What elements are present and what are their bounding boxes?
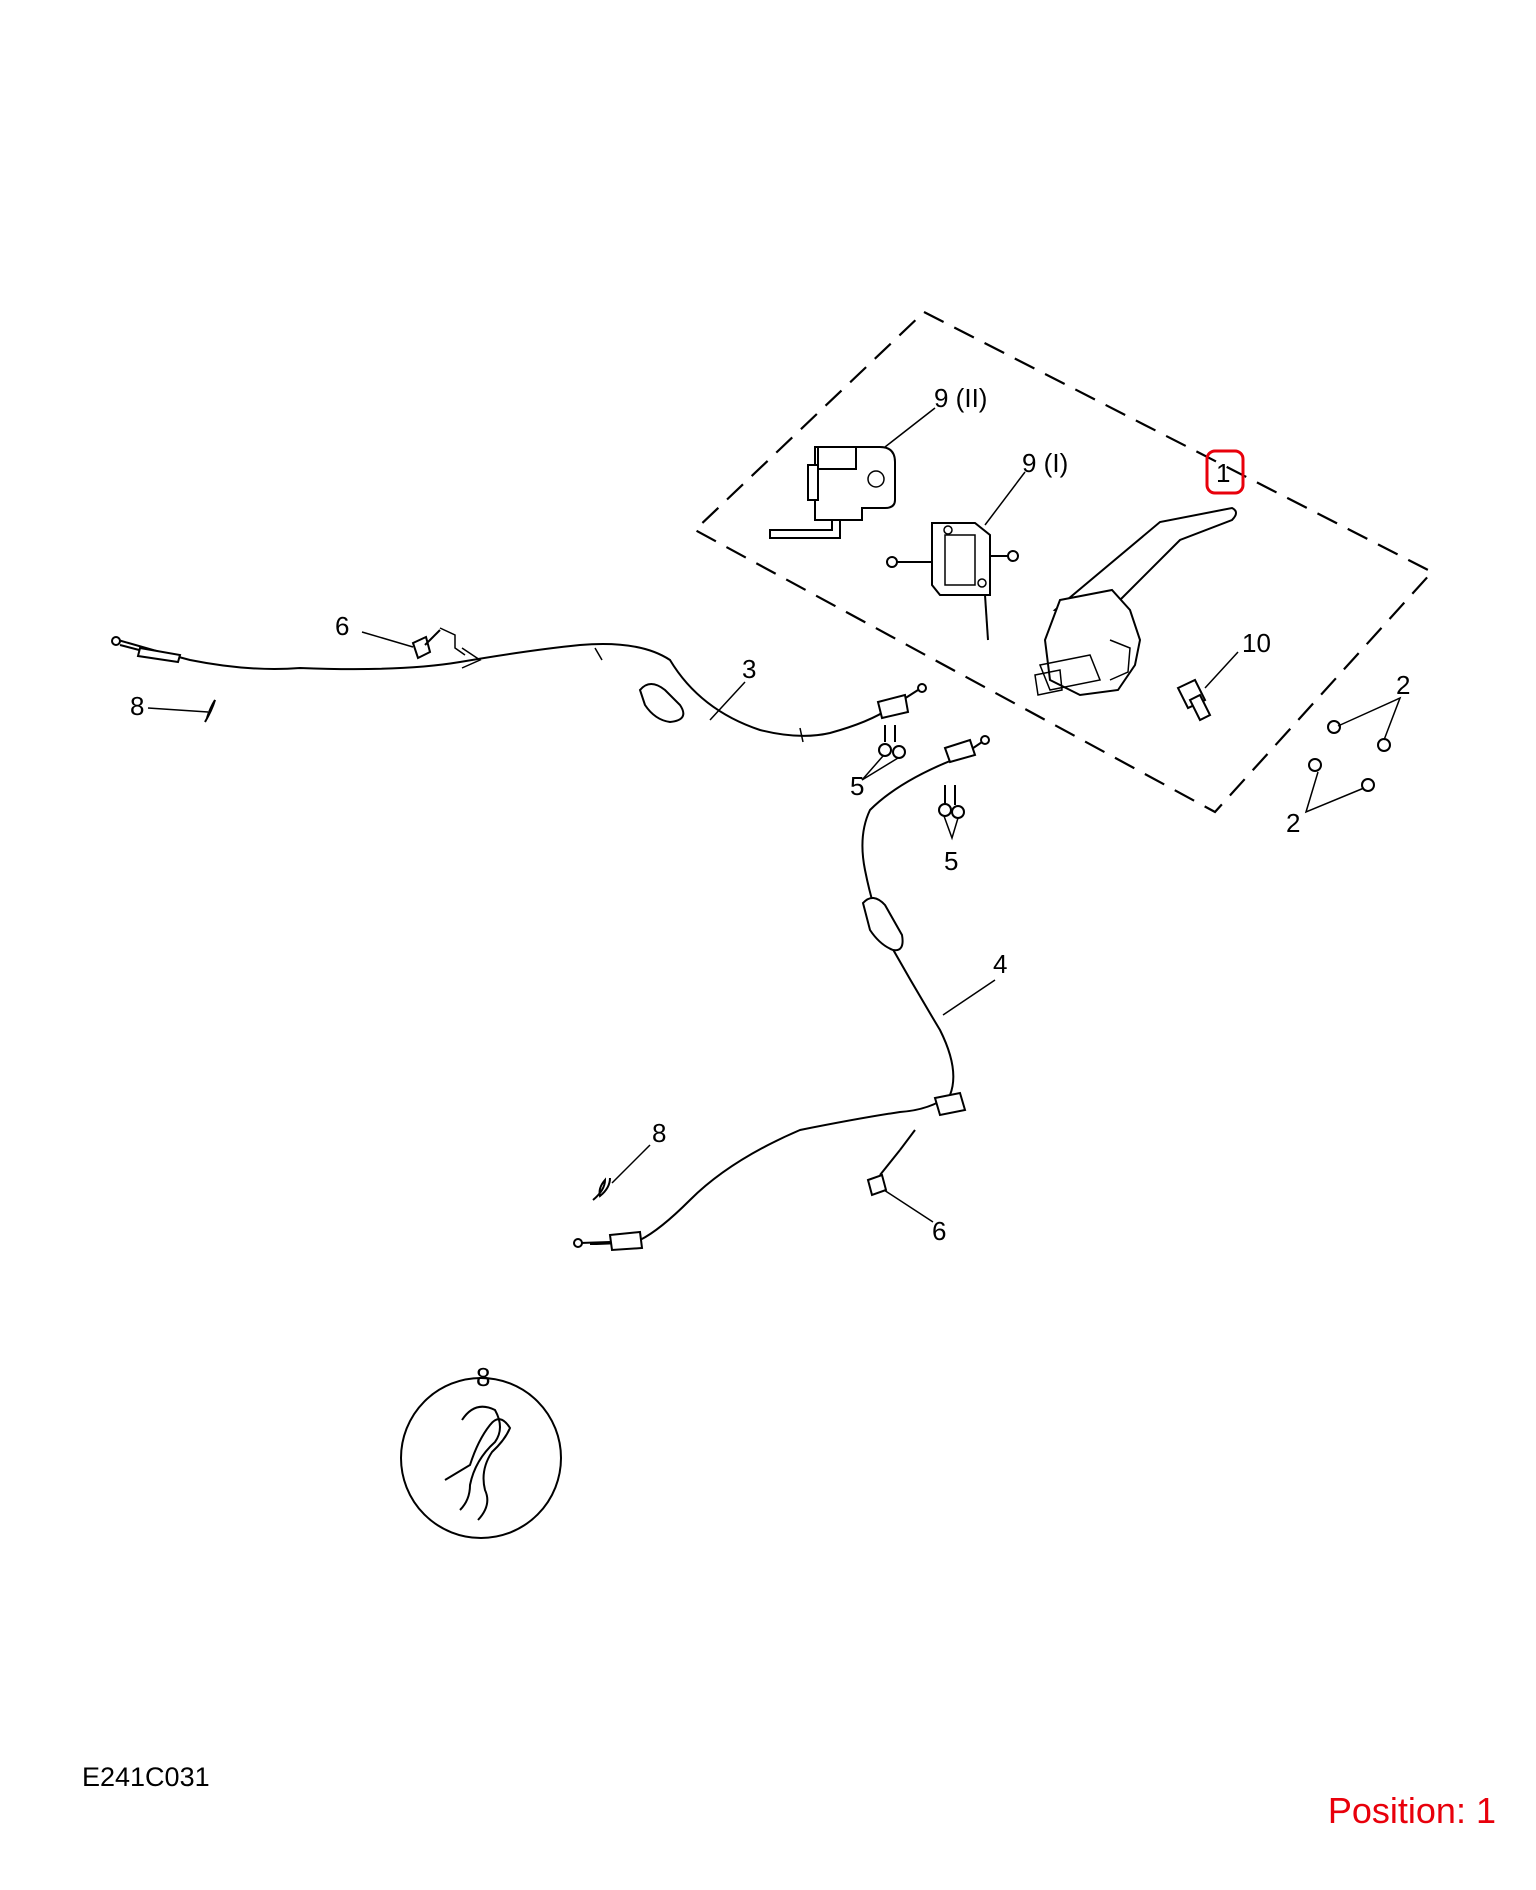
leader-8-mid <box>611 1144 651 1184</box>
part-8-left-clip-illustration <box>204 699 216 723</box>
leader-5-right <box>943 815 959 841</box>
callout-8-detail: 8 <box>476 1362 490 1392</box>
callout-6-upper: 6 <box>335 611 349 641</box>
assembly-group-boundary <box>693 310 1434 814</box>
part-9-ii-illustration <box>769 446 896 539</box>
callout-1-highlight <box>1205 449 1245 495</box>
callout-2-lower: 2 <box>1286 808 1300 838</box>
part-4-cable-illustration <box>573 735 990 1252</box>
part-6-upper-bolt-illustration <box>411 629 441 660</box>
leader-9-i <box>984 471 1026 526</box>
callout-1: 1 <box>1216 458 1230 488</box>
callout-5-left: 5 <box>850 771 864 801</box>
diagram-reference-code: E241C031 <box>82 1762 210 1792</box>
callout-8-mid: 8 <box>652 1118 666 1148</box>
leader-2-upper <box>1337 696 1402 741</box>
leader-2-lower <box>1304 771 1365 814</box>
leader-4 <box>942 979 996 1016</box>
leader-6-upper <box>361 631 414 648</box>
callout-6-lower: 6 <box>932 1216 946 1246</box>
position-label-text: Position: <box>1327 1790 1466 1831</box>
leader-10 <box>1204 651 1239 689</box>
leader-9-ii <box>884 407 936 448</box>
leader-3 <box>709 681 746 721</box>
callout-9-i: 9 (I) <box>1022 448 1068 478</box>
callout-9-ii: 9 (II) <box>934 383 987 413</box>
leader-8-left <box>147 707 209 713</box>
callout-10: 10 <box>1242 628 1271 658</box>
callout-5-right: 5 <box>944 846 958 876</box>
leader-5-left <box>861 755 899 781</box>
leader-6-lower <box>883 1189 934 1223</box>
callout-8-left: 8 <box>130 691 144 721</box>
part-6-lower-bolt-illustration <box>866 1129 916 1197</box>
part-5-left-nuts-illustration <box>878 725 906 759</box>
part-8-detail-view <box>400 1377 562 1539</box>
part-8-mid-clip-illustration <box>592 1177 611 1201</box>
part-5-right-nuts-illustration <box>938 785 965 819</box>
bracket-6-upper <box>439 627 466 656</box>
part-10-bolt-illustration <box>1176 678 1212 722</box>
part-2-nuts-illustration <box>1308 720 1391 792</box>
callout-2-upper: 2 <box>1396 670 1410 700</box>
part-9-i-illustration <box>886 522 1019 641</box>
callout-4: 4 <box>993 949 1007 979</box>
position-indicator: Position: 1 <box>1328 1790 1496 1832</box>
callout-3: 3 <box>742 654 756 684</box>
part-1-lever-illustration <box>1034 506 1237 697</box>
position-value: 1 <box>1475 1790 1496 1831</box>
part-3-cable-illustration <box>111 636 927 743</box>
